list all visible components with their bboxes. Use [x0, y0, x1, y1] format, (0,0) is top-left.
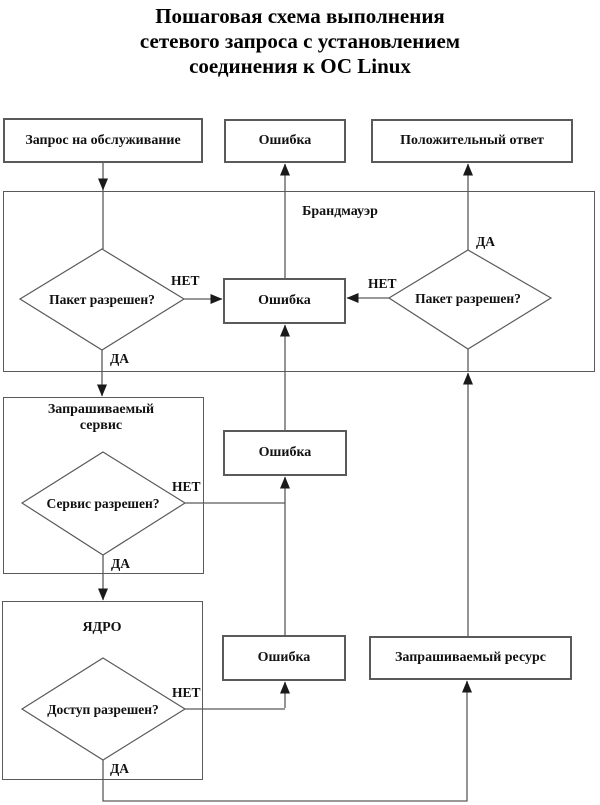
positive-response-box: Положительный ответ	[371, 119, 573, 163]
resource-box: Запрашиваемый ресурс	[369, 636, 572, 680]
yes-label-service: ДА	[111, 556, 131, 571]
access-allowed-label: Доступ разрешен?	[47, 702, 159, 717]
error-firewall-box: Ошибка	[223, 278, 346, 324]
page-title: Пошаговая схема выполнения сетевого запр…	[0, 4, 600, 79]
yes-label-firewall-left: ДА	[110, 351, 130, 366]
error-service-box: Ошибка	[223, 430, 347, 476]
error-kernel-box: Ошибка	[222, 635, 346, 681]
service-allowed-label: Сервис разрешен?	[46, 496, 160, 511]
access-allowed-diamond	[20, 657, 187, 761]
resource-label: Запрашиваемый ресурс	[395, 650, 546, 666]
yes-label-firewall-right: ДА	[476, 234, 496, 249]
service-allowed-diamond	[20, 451, 187, 556]
yes-label-kernel: ДА	[110, 761, 130, 776]
error-top-box: Ошибка	[224, 119, 346, 163]
request-label: Запрос на обслуживание	[25, 132, 181, 148]
error-top-label: Ошибка	[258, 133, 312, 149]
packet-allowed-right-diamond	[387, 249, 553, 350]
packet-allowed-right-label: Пакет разрешен?	[415, 291, 521, 306]
packet-allowed-left-diamond	[18, 248, 186, 351]
kernel-section-label: ЯДРО	[82, 620, 122, 635]
page-title-line3: соединения к ОС Linux	[189, 54, 411, 78]
page-title-line1: Пошаговая схема выполнения	[155, 4, 445, 28]
firewall-label: Брандмауэр	[302, 204, 378, 219]
page-title-line2: сетевого запроса с установлением	[139, 29, 461, 53]
no-label-firewall-left: НЕТ	[171, 273, 200, 288]
no-label-firewall-right: НЕТ	[368, 276, 397, 291]
request-box: Запрос на обслуживание	[3, 118, 203, 163]
error-service-label: Ошибка	[258, 445, 312, 461]
no-label-service: НЕТ	[172, 479, 201, 494]
error-kernel-label: Ошибка	[257, 650, 311, 666]
packet-allowed-left-label: Пакет разрешен?	[49, 292, 155, 307]
error-firewall-label: Ошибка	[258, 293, 311, 309]
service-section-label: Запрашиваемый сервис	[47, 402, 155, 434]
positive-response-label: Положительный ответ	[400, 133, 544, 149]
no-label-kernel: НЕТ	[172, 685, 201, 700]
arrow-kernel-yes-to-resource	[102, 680, 472, 802]
